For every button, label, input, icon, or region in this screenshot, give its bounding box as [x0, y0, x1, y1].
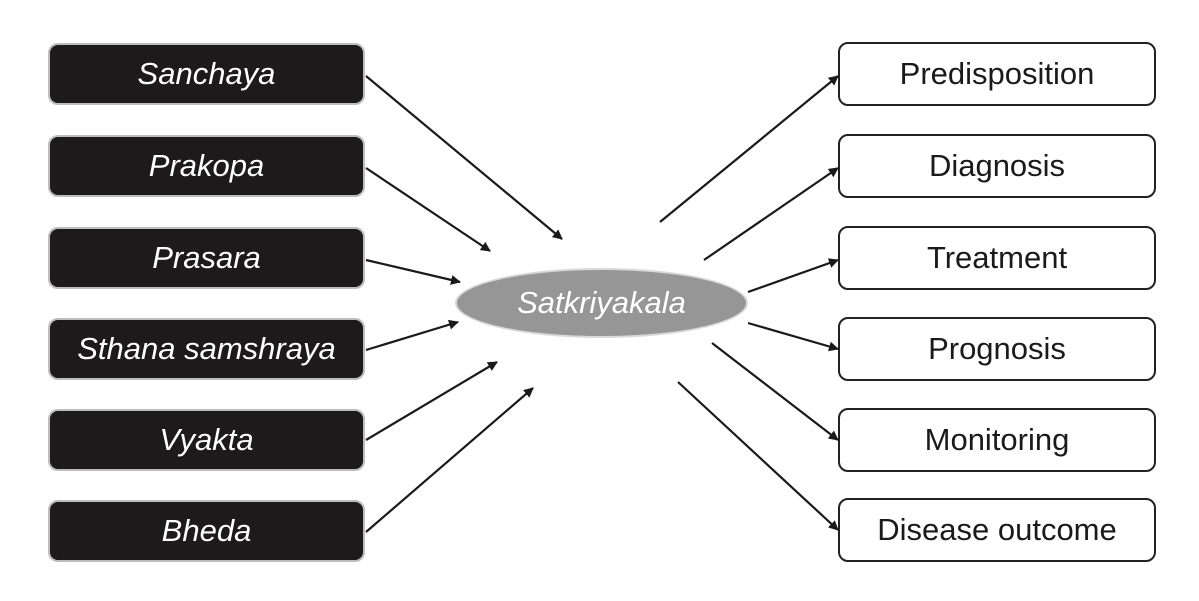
outcome-box-treatment: Treatment: [838, 226, 1156, 290]
stage-box-vyakta: Vyakta: [48, 409, 365, 471]
arrow-prakopa-to-center: [365, 167, 491, 252]
outcome-box-disease-outcome: Disease outcome: [838, 498, 1156, 562]
outcome-label: Diagnosis: [928, 148, 1066, 183]
stage-box-sthana-samshraya: Sthana samshraya: [48, 318, 365, 380]
arrow-center-to-prognosis: [747, 321, 839, 352]
stage-label: Prasara: [152, 240, 261, 275]
arrow-center-to-treatment: [747, 258, 839, 294]
outcome-label: Disease outcome: [877, 512, 1117, 547]
stage-box-prasara: Prasara: [48, 227, 365, 289]
stage-box-sanchaya: Sanchaya: [48, 43, 365, 105]
arrow-center-to-diagnosis: [703, 167, 839, 261]
outcome-label: Treatment: [926, 240, 1068, 275]
stage-label: Bheda: [161, 513, 252, 548]
arrow-center-to-monitoring: [711, 342, 839, 441]
outcome-label: Prognosis: [928, 331, 1066, 366]
stage-box-bheda: Bheda: [48, 500, 365, 562]
stage-label: Prakopa: [148, 148, 265, 183]
arrow-prasara-to-center: [365, 258, 461, 285]
arrow-center-to-disease-outcome: [677, 381, 839, 531]
outcome-box-predisposition: Predisposition: [838, 42, 1156, 106]
arrow-sanchaya-to-center: [365, 75, 563, 240]
outcome-label: Monitoring: [924, 422, 1070, 457]
stage-label: Sanchaya: [137, 56, 276, 91]
arrow-vyakta-to-center: [365, 361, 498, 441]
arrow-center-to-predisposition: [659, 75, 839, 223]
stage-label: Vyakta: [159, 422, 254, 457]
outcome-label: Predisposition: [899, 56, 1095, 91]
stage-box-prakopa: Prakopa: [48, 135, 365, 197]
outcome-box-prognosis: Prognosis: [838, 317, 1156, 381]
arrow-sthana-samshraya-to-center: [365, 319, 459, 352]
center-node-satkriyakala: Satkriyakala: [455, 268, 748, 338]
arrow-bheda-to-center: [365, 387, 534, 533]
stage-label: Sthana samshraya: [77, 331, 336, 366]
outcome-box-diagnosis: Diagnosis: [838, 134, 1156, 198]
center-label: Satkriyakala: [517, 285, 686, 320]
outcome-box-monitoring: Monitoring: [838, 408, 1156, 472]
